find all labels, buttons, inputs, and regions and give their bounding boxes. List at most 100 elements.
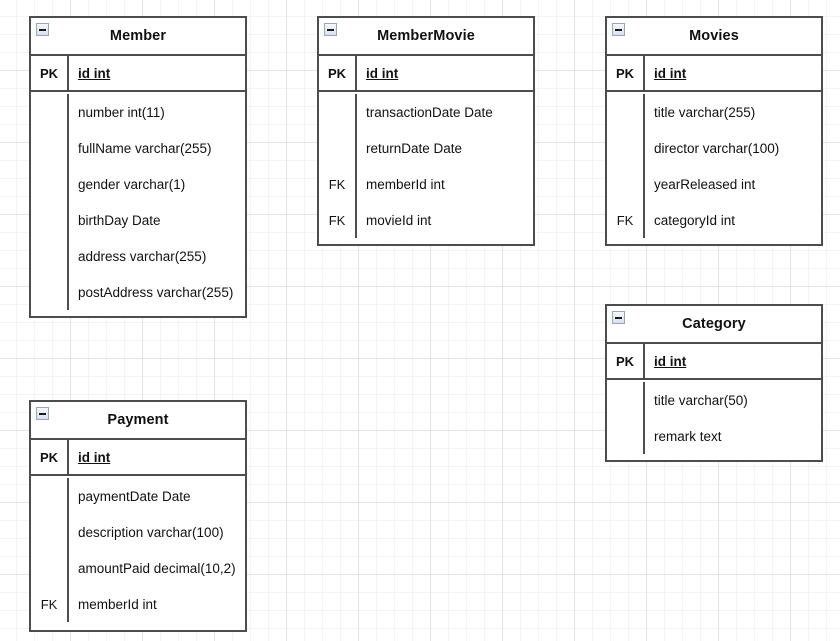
primary-key-row[interactable]: PK id int: [607, 344, 821, 380]
attribute-name: remark text: [654, 428, 722, 444]
attribute-name: yearReleased int: [654, 176, 756, 192]
key-label-empty: [607, 94, 645, 130]
key-label-empty: [31, 478, 69, 514]
attribute-row[interactable]: address varchar(255): [31, 238, 245, 274]
attribute-name-pk: id int: [654, 65, 687, 81]
attribute-name-pk: id int: [654, 353, 687, 369]
key-label-pk: PK: [607, 344, 645, 378]
attribute-row[interactable]: title varchar(50): [607, 382, 821, 418]
attribute-row[interactable]: returnDate Date: [319, 130, 533, 166]
collapse-minus-icon[interactable]: [612, 311, 625, 324]
primary-key-row[interactable]: PK id int: [31, 56, 245, 92]
attribute-name: paymentDate Date: [78, 488, 191, 504]
key-label-empty: [31, 238, 69, 274]
attribute-row[interactable]: transactionDate Date: [319, 94, 533, 130]
attribute-row[interactable]: FK categoryId int: [607, 202, 821, 238]
attribute-row[interactable]: yearReleased int: [607, 166, 821, 202]
key-label-empty: [31, 202, 69, 238]
attribute-name: postAddress varchar(255): [78, 284, 234, 300]
key-label-fk: FK: [607, 202, 645, 238]
attribute-row[interactable]: director varchar(100): [607, 130, 821, 166]
entity-name: Payment: [107, 411, 169, 428]
key-label-empty: [319, 94, 357, 130]
key-label-pk: PK: [31, 56, 69, 90]
attribute-list: number int(11) fullName varchar(255) gende…: [31, 92, 245, 312]
entity-title-bar[interactable]: Category: [607, 306, 821, 344]
key-label-empty: [607, 130, 645, 166]
collapse-minus-icon[interactable]: [324, 23, 337, 36]
primary-key-row[interactable]: PK id int: [31, 440, 245, 476]
attribute-name-pk: id int: [366, 65, 399, 81]
entity-title-bar[interactable]: Movies: [607, 18, 821, 56]
attribute-list: title varchar(50) remark text: [607, 380, 821, 456]
attribute-name: amountPaid decimal(10,2): [78, 560, 236, 576]
attribute-name: transactionDate Date: [366, 104, 493, 120]
collapse-minus-icon[interactable]: [36, 23, 49, 36]
attribute-name: movieId int: [366, 212, 432, 228]
key-label-empty: [31, 166, 69, 202]
attribute-row[interactable]: birthDay Date: [31, 202, 245, 238]
entity-title-bar[interactable]: Member: [31, 18, 245, 56]
attribute-row[interactable]: remark text: [607, 418, 821, 454]
attribute-name: title varchar(50): [654, 392, 748, 408]
attribute-list: paymentDate Date description varchar(100)…: [31, 476, 245, 624]
entity-name: Member: [109, 27, 167, 44]
key-label-empty: [607, 166, 645, 202]
attribute-row[interactable]: description varchar(100): [31, 514, 245, 550]
key-label-pk: PK: [607, 56, 645, 90]
attribute-row[interactable]: FK movieId int: [319, 202, 533, 238]
key-label-empty: [31, 94, 69, 130]
key-label-pk: PK: [31, 440, 69, 474]
entity-title-bar[interactable]: Payment: [31, 402, 245, 440]
attribute-name: returnDate Date: [366, 140, 463, 156]
attribute-name: description varchar(100): [78, 524, 224, 540]
collapse-minus-icon[interactable]: [612, 23, 625, 36]
attribute-row[interactable]: fullName varchar(255): [31, 130, 245, 166]
attribute-row[interactable]: title varchar(255): [607, 94, 821, 130]
attribute-name: categoryId int: [654, 212, 736, 228]
primary-key-row[interactable]: PK id int: [319, 56, 533, 92]
attribute-name: birthDay Date: [78, 212, 161, 228]
attribute-row[interactable]: amountPaid decimal(10,2): [31, 550, 245, 586]
entity-title-bar[interactable]: MemberMovie: [319, 18, 533, 56]
attribute-name: number int(11): [78, 104, 165, 120]
attribute-name: title varchar(255): [654, 104, 756, 120]
attribute-name-pk: id int: [78, 449, 111, 465]
key-label-pk: PK: [319, 56, 357, 90]
attribute-name-pk: id int: [78, 65, 111, 81]
attribute-row[interactable]: FK memberId int: [31, 586, 245, 622]
attribute-name: fullName varchar(255): [78, 140, 212, 156]
entity-name: Movies: [689, 27, 739, 44]
key-label-empty: [31, 514, 69, 550]
attribute-row[interactable]: number int(11): [31, 94, 245, 130]
key-label-empty: [31, 550, 69, 586]
attribute-name: gender varchar(1): [78, 176, 186, 192]
entity-name: MemberMovie: [377, 27, 475, 44]
attribute-row[interactable]: postAddress varchar(255): [31, 274, 245, 310]
key-label-fk: FK: [31, 586, 69, 622]
attribute-row[interactable]: paymentDate Date: [31, 478, 245, 514]
key-label-empty: [31, 130, 69, 166]
attribute-row[interactable]: gender varchar(1): [31, 166, 245, 202]
primary-key-row[interactable]: PK id int: [607, 56, 821, 92]
key-label-empty: [319, 130, 357, 166]
attribute-name: memberId int: [366, 176, 445, 192]
collapse-minus-icon[interactable]: [36, 407, 49, 420]
key-label-empty: [607, 382, 645, 418]
key-label-fk: FK: [319, 202, 357, 238]
key-label-fk: FK: [319, 166, 357, 202]
attribute-name: memberId int: [78, 596, 157, 612]
attribute-list: title varchar(255) director varchar(100) y…: [607, 92, 821, 240]
attribute-name: director varchar(100): [654, 140, 780, 156]
key-label-empty: [31, 274, 69, 310]
attribute-name: address varchar(255): [78, 248, 207, 264]
key-label-empty: [607, 418, 645, 454]
attribute-row[interactable]: FK memberId int: [319, 166, 533, 202]
